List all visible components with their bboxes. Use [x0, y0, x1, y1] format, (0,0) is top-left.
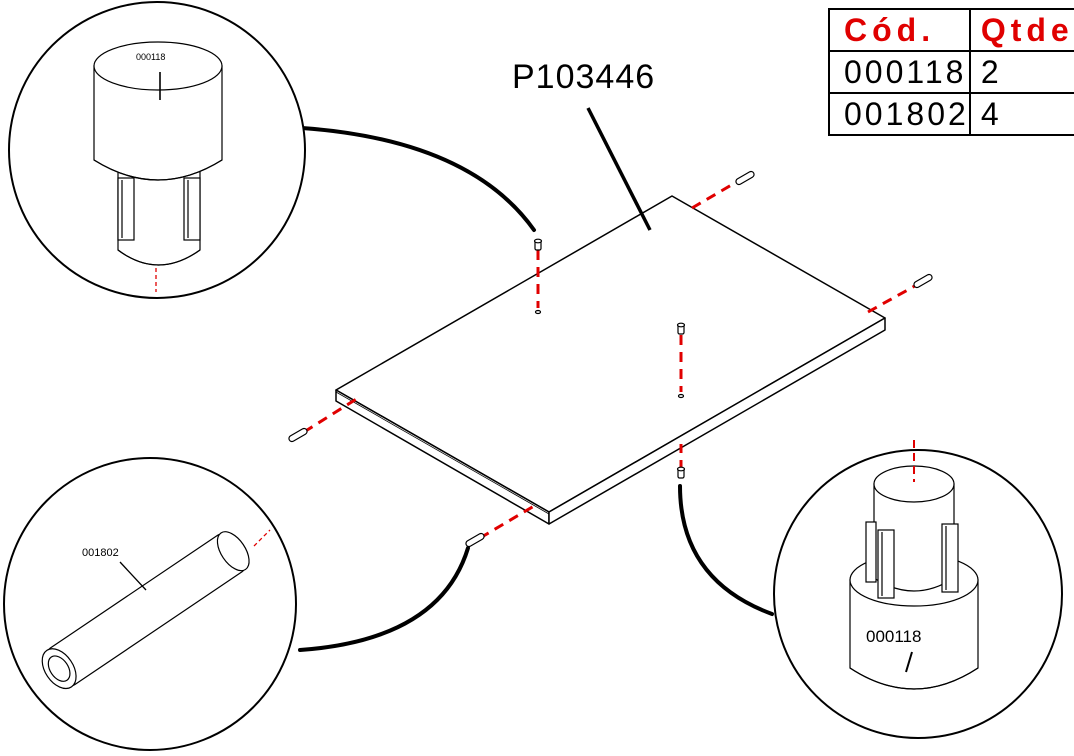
callout-code-top-left: 000118	[136, 52, 165, 62]
header-quantity: Qtde	[968, 8, 1074, 52]
cam-pin-top	[533, 238, 543, 251]
header-code: Cód.	[828, 8, 971, 52]
cam-pins	[533, 238, 686, 479]
arc-bottom-left	[298, 546, 470, 652]
dowel-right	[913, 273, 933, 289]
row-quantity: 4	[968, 92, 1074, 136]
connector-arcs	[298, 126, 774, 652]
dowel-front	[465, 532, 485, 548]
dowel-pins	[288, 170, 933, 548]
cam-pin-center	[676, 322, 686, 335]
parts-table: Cód. Qtde 000118 2 001802 4	[828, 8, 1074, 136]
callout-code-bottom-right: 000118	[866, 627, 921, 646]
detail-circle-bottom-left: 001802	[3, 457, 297, 751]
hole-center	[677, 393, 685, 399]
callout-code-bottom-left: 001802	[82, 547, 119, 559]
parts-table-header: Cód. Qtde	[828, 8, 1074, 52]
panel-top-face	[335, 195, 886, 513]
row-code: 000118	[828, 50, 971, 94]
detail-circle-bottom-right: 000118	[773, 440, 1063, 739]
hole-top	[534, 309, 542, 315]
table-row: 000118 2	[828, 50, 1074, 94]
row-code: 001802	[828, 92, 971, 136]
table-row: 001802 4	[828, 92, 1074, 136]
arc-bottom-right	[678, 484, 774, 616]
panel-board	[335, 195, 886, 525]
dowel-top-right	[735, 170, 755, 186]
arc-top-left	[300, 126, 536, 232]
panel-leader-line	[586, 107, 652, 231]
dowel-left	[288, 427, 308, 443]
cam-pin-bottom	[676, 466, 686, 479]
detail-circle-top-left: 000118	[8, 1, 306, 299]
panel-right-edge	[548, 317, 886, 525]
panel-code-label: P103446	[512, 58, 656, 96]
row-quantity: 2	[968, 50, 1074, 94]
guide-dashes	[303, 178, 923, 540]
